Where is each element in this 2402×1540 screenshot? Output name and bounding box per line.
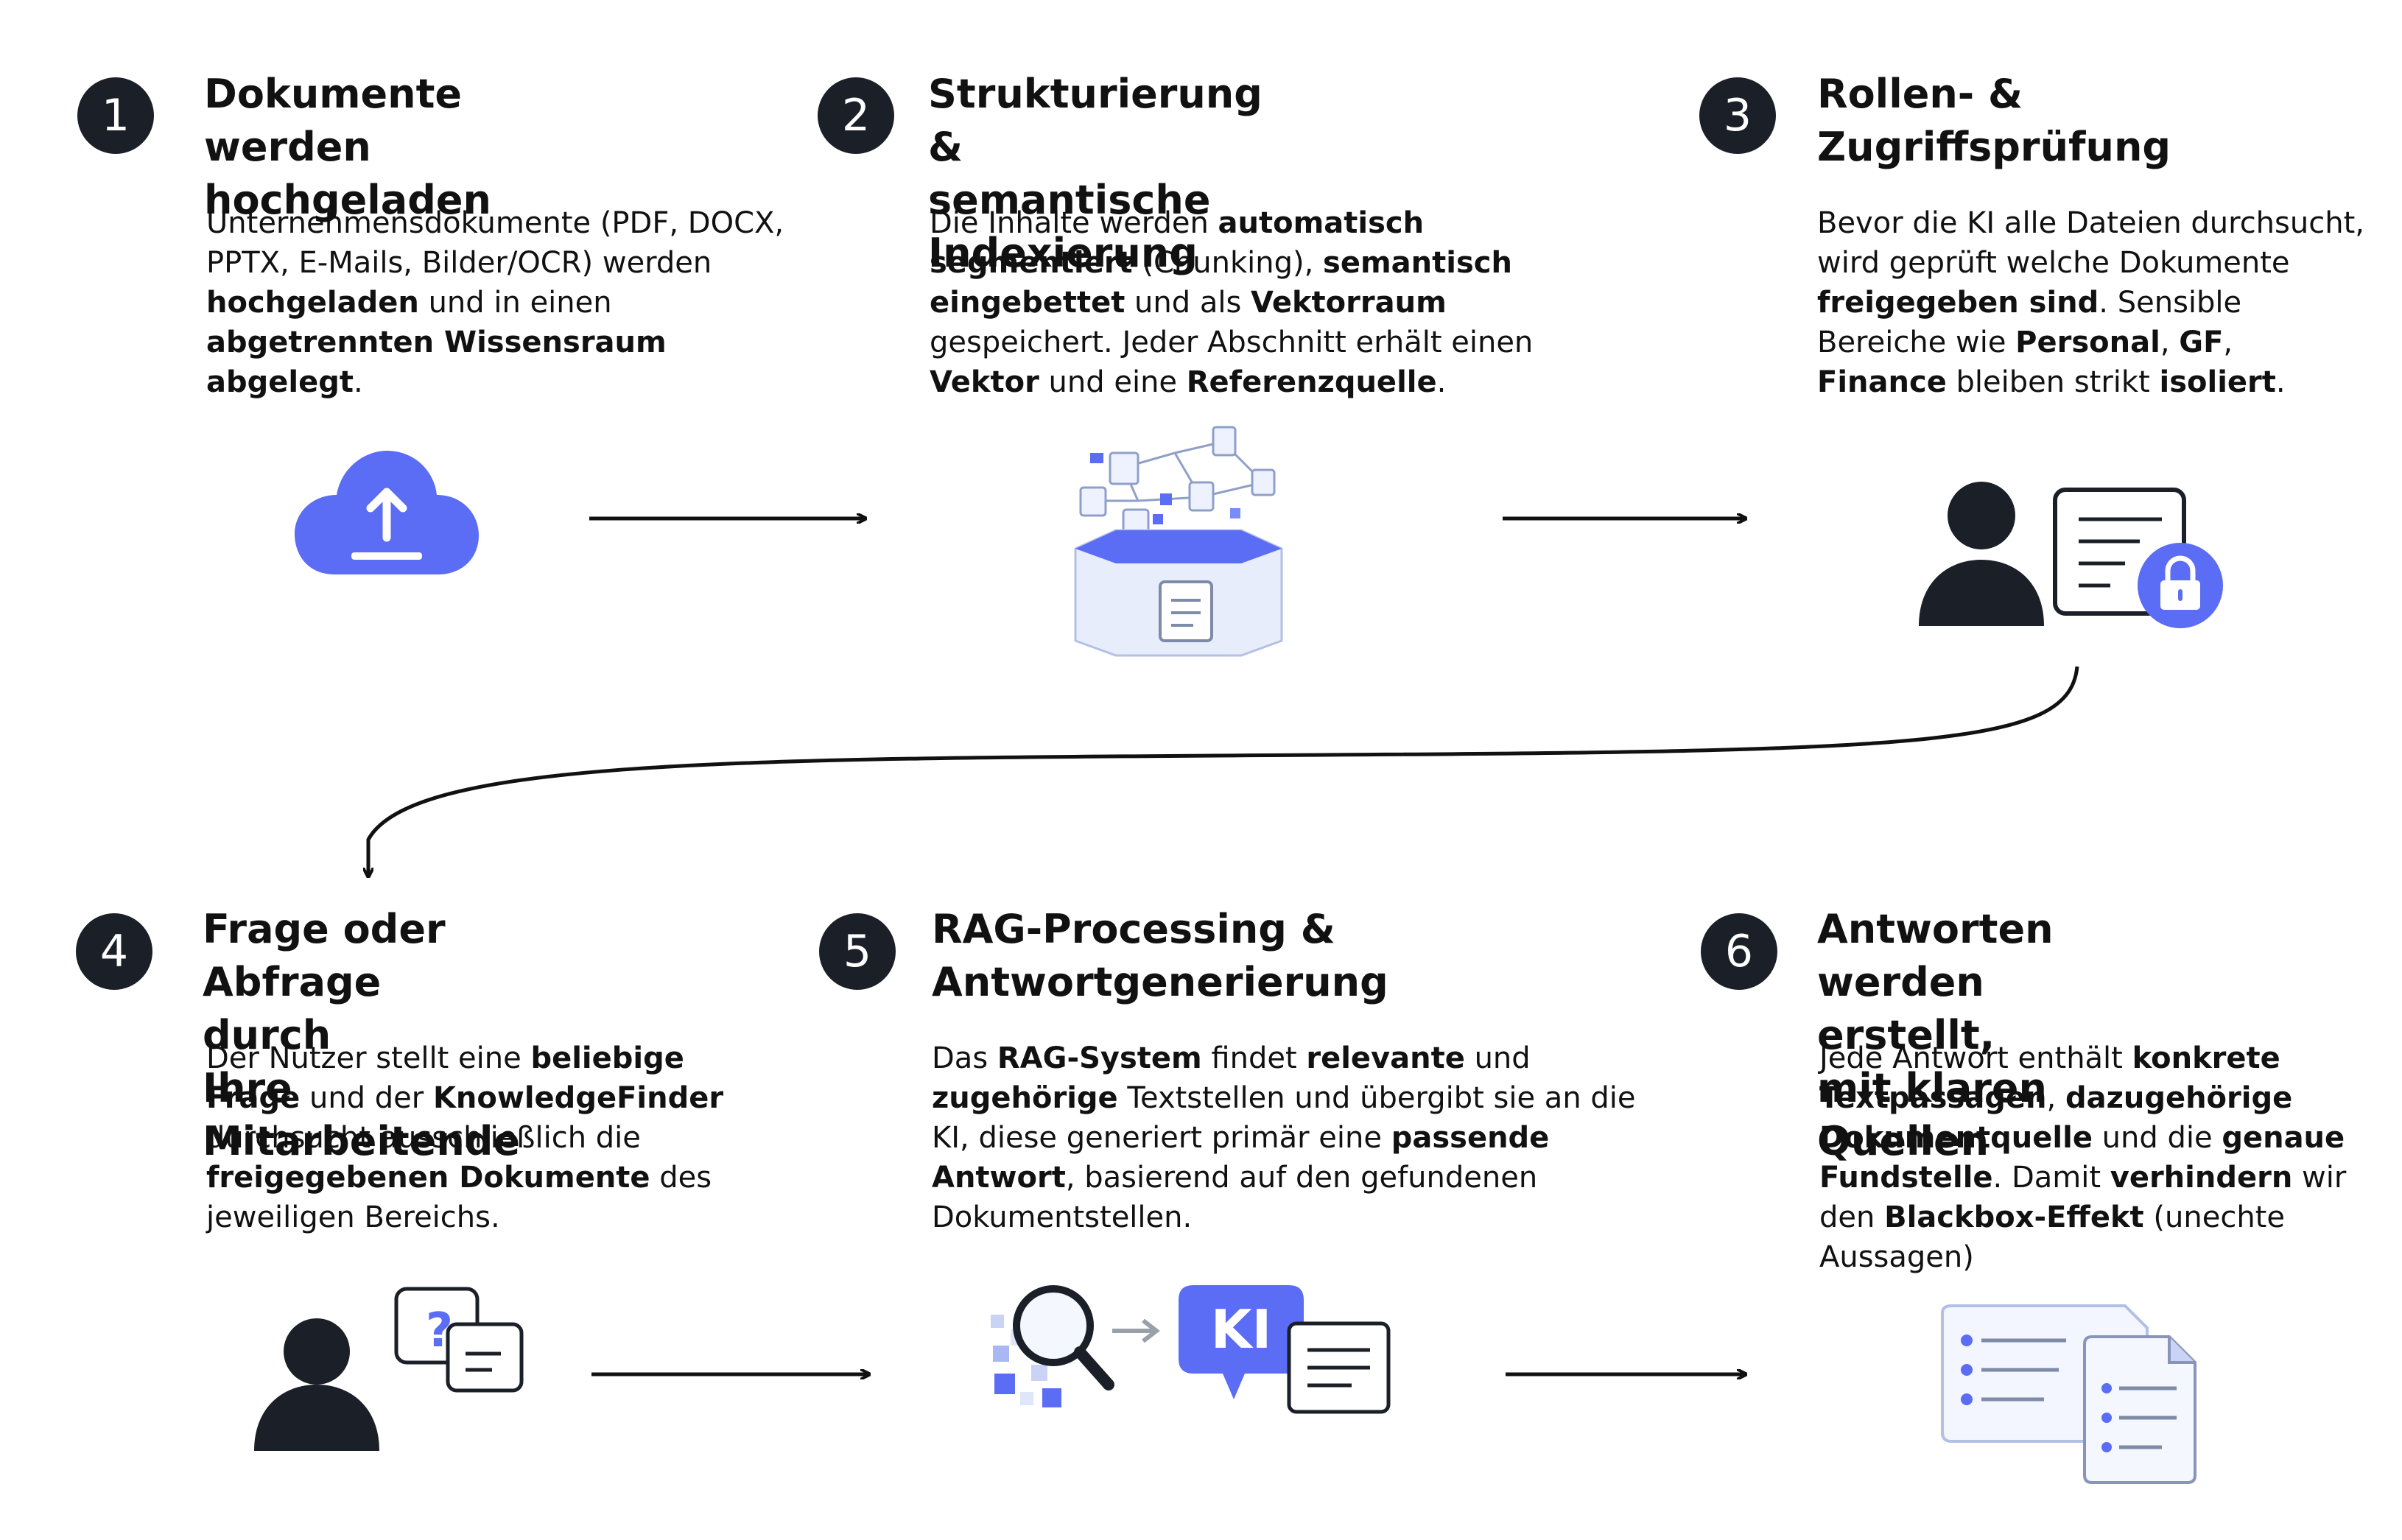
step-description: Unternehmensdokumente (PDF, DOCX, PPTX, …	[206, 203, 796, 402]
description-run: und	[1464, 1041, 1531, 1075]
step-description: Jede Antwort enthält konkrete Textpassag…	[1819, 1038, 2387, 1277]
description-bold-run: Blackbox-Effekt	[1884, 1200, 2144, 1234]
rag-search-ki-icon: KI	[991, 1285, 1391, 1414]
step-title: Rollen- & Zugriffsprüfung	[1817, 71, 2171, 170]
ki-label: KI	[1211, 1298, 1272, 1360]
description-bold-run: Vektor	[930, 365, 1039, 399]
description-bold-run: dazugehörige Dokumentquelle	[1819, 1081, 2293, 1155]
description-run: und der	[300, 1081, 433, 1115]
description-bold-run: freigegeben sind	[1817, 286, 2099, 320]
step-number-badge: 5	[819, 913, 896, 990]
description-run: durchsucht ausschließlich die	[206, 1121, 641, 1155]
description-run: Textstellen und übergibt sie an die KI, …	[932, 1081, 1636, 1155]
description-bold-run: hochgeladen	[206, 286, 419, 320]
description-run: .	[1436, 365, 1447, 399]
description-bold-run: verhindern	[2110, 1161, 2293, 1195]
description-bold-run: semantisch eingebettet	[930, 246, 1512, 320]
description-bold-run: relevante	[1306, 1041, 1465, 1075]
cloud-upload-icon	[295, 451, 479, 574]
description-run: gespeichert. Jeder Abschnitt erhält eine…	[930, 326, 1534, 359]
description-run: .	[2275, 365, 2286, 399]
description-run: ,	[2223, 326, 2233, 359]
step-number-badge: 1	[77, 77, 154, 154]
description-run: Bevor die KI alle Dateien durchsucht, wi…	[1817, 206, 2364, 280]
step-title: Strukturierung & semantische Indexierung	[928, 71, 1263, 276]
description-run: und in einen	[418, 286, 612, 320]
vector-database-icon	[1074, 426, 1283, 657]
description-run: . Damit	[1992, 1161, 2110, 1195]
step-title: Frage oder Abfrage durch Ihre Mitarbeite…	[203, 906, 521, 1164]
description-bold-run: abgetrennten Wissensraum abgelegt	[206, 326, 667, 399]
description-run: (Chunking),	[1132, 246, 1324, 280]
step-description: Die Inhalte werden automatisch segmentie…	[930, 203, 1592, 402]
description-run: bleiben strikt	[1946, 365, 2160, 399]
description-run: und die	[2092, 1121, 2222, 1155]
step-description: Der Nutzer stellt eine beliebige Frage u…	[206, 1038, 781, 1237]
description-bold-run: RAG-System	[997, 1041, 1202, 1075]
documents-with-sources-icon	[1941, 1304, 2196, 1484]
description-run: Das	[932, 1041, 997, 1075]
description-run: Der Nutzer stellt eine	[206, 1041, 531, 1075]
description-bold-run: genaue Fundstelle	[1819, 1121, 2345, 1195]
description-run: Jede Antwort enthält	[1819, 1041, 2132, 1075]
step-number-badge: 3	[1699, 77, 1776, 154]
description-bold-run: beliebige Frage	[206, 1041, 684, 1115]
description-bold-run: automatisch segmentiert	[930, 206, 1425, 280]
description-bold-run: KnowledgeFinder	[432, 1081, 724, 1115]
user-question-icon: ?	[254, 1287, 524, 1451]
step-title: Antworten werden erstellt, mit klaren Qu…	[1817, 906, 2054, 1164]
description-run: des jeweiligen Bereichs.	[206, 1161, 712, 1234]
description-run: Unternehmensdokumente (PDF, DOCX, PPTX, …	[206, 206, 784, 280]
description-bold-run: zugehörige	[932, 1081, 1118, 1115]
step-number-badge: 4	[76, 913, 152, 990]
description-bold-run: Referenzquelle	[1186, 365, 1437, 399]
step-title: RAG-Processing & Antwortgenerierung	[932, 906, 1388, 1005]
step-title: Dokumente werden hochgeladen	[204, 71, 491, 223]
step-description: Bevor die KI alle Dateien durchsucht, wi…	[1817, 203, 2370, 402]
step-number-badge: 6	[1701, 913, 1777, 990]
description-bold-run: Finance	[1817, 365, 1947, 399]
description-run: ,	[2160, 326, 2180, 359]
description-run: , basierend auf den gefundenen Dokuments…	[932, 1161, 1538, 1234]
description-bold-run: Vektorraum	[1251, 286, 1447, 320]
description-bold-run: GF	[2179, 326, 2224, 359]
description-run: und eine	[1039, 365, 1187, 399]
arrow-3-to-4	[368, 666, 2079, 876]
description-run: Die Inhalte werden	[930, 206, 1218, 240]
description-run: (unechte Aussagen)	[1819, 1200, 2285, 1274]
description-run: .	[353, 365, 363, 399]
description-run: und als	[1125, 286, 1251, 320]
step-description: Das RAG-System findet relevante und zuge…	[932, 1038, 1639, 1237]
user-locked-document-icon	[1919, 482, 2223, 628]
description-bold-run: Personal	[2015, 326, 2160, 359]
description-bold-run: passende Antwort	[932, 1121, 1550, 1195]
description-bold-run: konkrete Textpassagen	[1819, 1041, 2280, 1115]
description-run: findet	[1201, 1041, 1307, 1075]
description-bold-run: isoliert	[2159, 365, 2276, 399]
step-number-badge: 2	[818, 77, 894, 154]
description-run: ,	[2046, 1081, 2065, 1115]
description-run: . Sensible Bereiche wie	[1817, 286, 2242, 359]
description-bold-run: freigegebenen Dokumente	[206, 1161, 650, 1195]
description-run: wir den	[1819, 1161, 2347, 1234]
